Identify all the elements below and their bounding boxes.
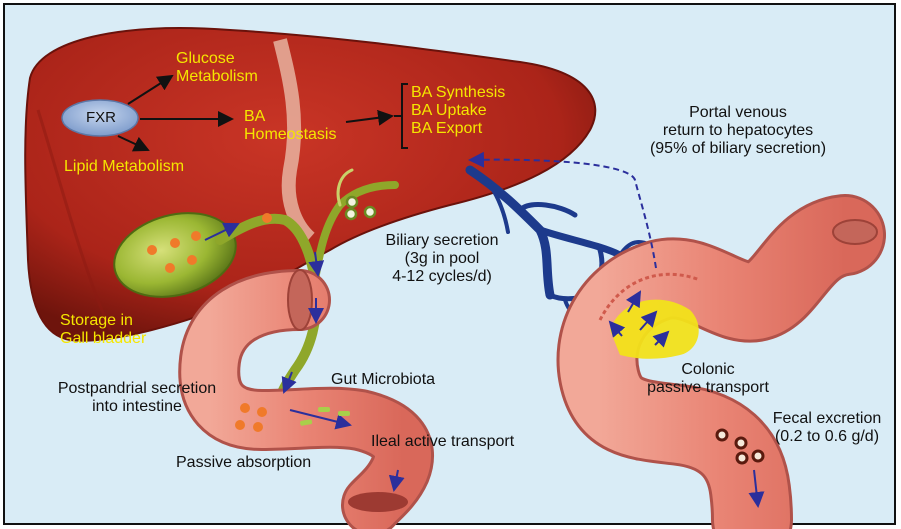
fecal-line-1: Fecal excretion — [758, 410, 896, 428]
portal-line-1: Portal venous — [628, 104, 848, 122]
colonic-line-2: passive transport — [623, 379, 793, 397]
biliary-line-2: (3g in pool — [372, 250, 512, 268]
fecal-line-2: (0.2 to 0.6 g/d) — [758, 428, 896, 446]
ba-homeostasis-line-1: BA — [244, 108, 336, 126]
biliary-line-3: 4-12 cycles/d) — [372, 268, 512, 286]
colonic-transport-label: Colonic passive transport — [623, 361, 793, 397]
glucose-metabolism-label: Glucose Metabolism — [176, 50, 258, 86]
storage-gall-bladder-label: Storage in Gall bladder — [60, 312, 146, 348]
postprandial-line-2: into intestine — [44, 398, 230, 416]
small-intestine — [209, 270, 408, 512]
ba-homeostasis-label: BA Homeostasis — [244, 108, 336, 144]
biliary-secretion-label: Biliary secretion (3g in pool 4-12 cycle… — [372, 232, 512, 286]
fecal-excretion-label: Fecal excretion (0.2 to 0.6 g/d) — [758, 410, 896, 446]
ba-export: BA Export — [411, 120, 505, 138]
ba-functions-label: BA Synthesis BA Uptake BA Export — [411, 84, 505, 138]
ileal-transport-label: Ileal active transport — [371, 433, 514, 451]
glucose-line-1: Glucose — [176, 50, 258, 68]
colonic-line-1: Colonic — [623, 361, 793, 379]
postprandial-secretion-label: Postpandrial secretion into intestine — [44, 380, 230, 416]
lipid-metabolism-label: Lipid Metabolism — [64, 158, 184, 176]
fxr-label: FXR — [86, 109, 116, 127]
storage-line-2: Gall bladder — [60, 330, 146, 348]
ba-homeostasis-line-2: Homeostasis — [244, 126, 336, 144]
biliary-line-1: Biliary secretion — [372, 232, 512, 250]
passive-absorption-label: Passive absorption — [176, 454, 311, 472]
storage-line-1: Storage in — [60, 312, 146, 330]
ba-uptake: BA Uptake — [411, 102, 505, 120]
ba-synthesis: BA Synthesis — [411, 84, 505, 102]
portal-line-3: (95% of biliary secretion) — [628, 140, 848, 158]
portal-line-2: return to hepatocytes — [628, 122, 848, 140]
gut-microbiota-label: Gut Microbiota — [331, 371, 435, 389]
glucose-line-2: Metabolism — [176, 68, 258, 86]
postprandial-line-1: Postpandrial secretion — [44, 380, 230, 398]
portal-venous-label: Portal venous return to hepatocytes (95%… — [628, 104, 848, 158]
